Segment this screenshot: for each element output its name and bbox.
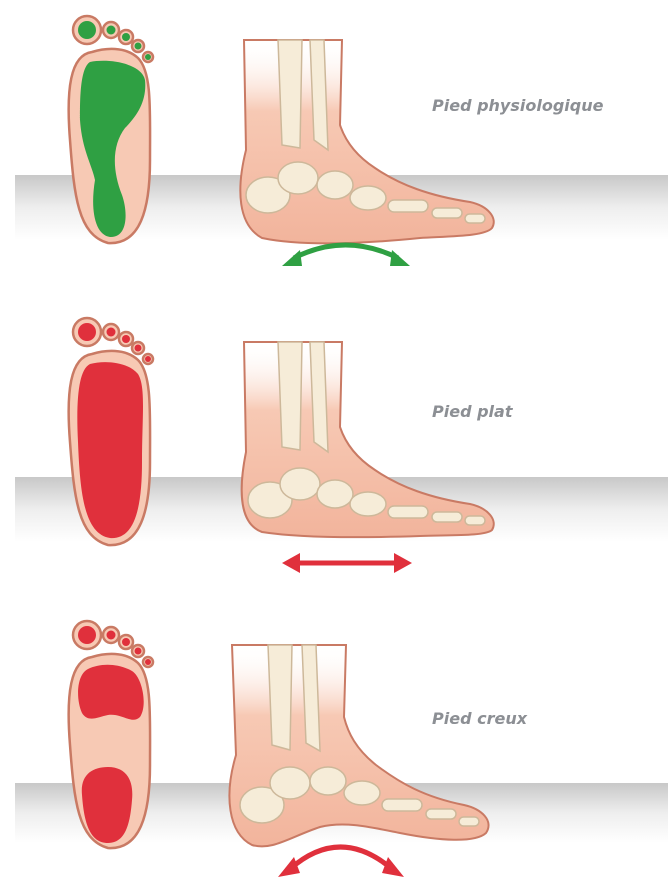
side-view-foot-high-arch [229,645,488,846]
side-view-foot-flat [242,342,494,537]
foot-illustration-high-arch [0,605,668,877]
foot-illustration-flat [0,302,668,592]
footprint-physiological [69,16,153,243]
side-view-foot-physiological [240,40,493,243]
foot-type-row-flat: Pied plat [0,302,668,592]
caption-high-arch: Pied creux [432,709,527,728]
arch-arrow-physiological [282,245,410,266]
foot-type-row-high-arch: Pied creux [0,605,668,895]
footprint-high-arch [69,621,153,848]
caption-flat: Pied plat [432,402,512,421]
caption-physiological: Pied physiologique [432,96,603,115]
foot-illustration-physiological [0,0,668,290]
foot-type-row-physiological: Pied physiologique [0,0,668,290]
footprint-flat [69,318,153,545]
arch-arrow-high-arch [278,847,404,877]
arch-arrow-flat [282,553,412,573]
